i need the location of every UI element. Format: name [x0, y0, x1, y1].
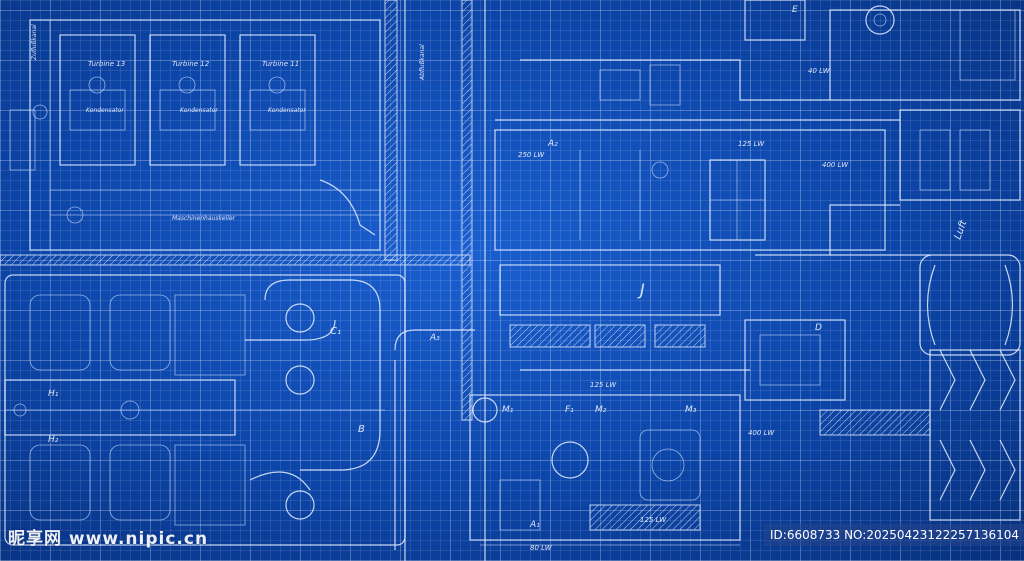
right-turbines — [744, 5, 1021, 521]
label-M3: M₃ — [685, 405, 697, 415]
label-F1: F₁ — [565, 405, 574, 415]
label-kondensator-3: Kondensator — [268, 107, 306, 114]
label-A1: A₁ — [529, 520, 540, 530]
label-maschinenhaus: Maschinenhauskeller — [172, 215, 236, 222]
label-kondensator-1: Kondensator — [86, 107, 124, 114]
image-id-watermark: ID:6608733 NO:20250423122257136104 — [764, 524, 1024, 546]
label-M2: M₂ — [595, 405, 607, 415]
label-flow-125-b: 125 LW — [590, 381, 617, 389]
turbine-hall — [9, 19, 381, 251]
pump-room — [4, 274, 406, 546]
label-M1: M₁ — [502, 405, 514, 415]
label-C1: C₁ — [330, 326, 341, 337]
label-E: E — [792, 5, 798, 15]
label-flow-40: 40 LW — [808, 67, 831, 75]
label-flow-125-c: 125 LW — [640, 516, 667, 524]
label-turbine-11: Turbine 11 — [262, 60, 299, 68]
label-B: B — [358, 424, 365, 435]
label-turbine-13: Turbine 13 — [88, 60, 125, 68]
label-flow-400-b: 400 LW — [748, 429, 775, 437]
label-flow-125-a: 125 LW — [738, 140, 765, 148]
label-D: D — [815, 323, 822, 333]
lower-machinery — [394, 329, 750, 550]
central-hall — [494, 0, 900, 348]
label-H2: H₂ — [48, 435, 59, 445]
label-flow-250: 250 LW — [518, 151, 545, 159]
label-flow-400-a: 400 LW — [822, 161, 849, 169]
label-kondensator-2: Kondensator — [180, 107, 218, 114]
label-abflusskanal: Abflußkanal — [419, 44, 426, 81]
label-A3: A₃ — [429, 333, 440, 343]
label-A2: A₂ — [547, 139, 558, 149]
label-luft: Luft — [952, 218, 969, 241]
label-zuflusskanal: Zuflußkanal — [31, 24, 38, 61]
label-H1: H₁ — [48, 389, 59, 399]
label-J: J — [637, 280, 645, 299]
site-logo-watermark: 昵享网 www.nipic.cn — [8, 529, 209, 549]
label-flow-80: 80 LW — [530, 544, 553, 552]
label-turbine-12: Turbine 12 — [172, 60, 210, 68]
